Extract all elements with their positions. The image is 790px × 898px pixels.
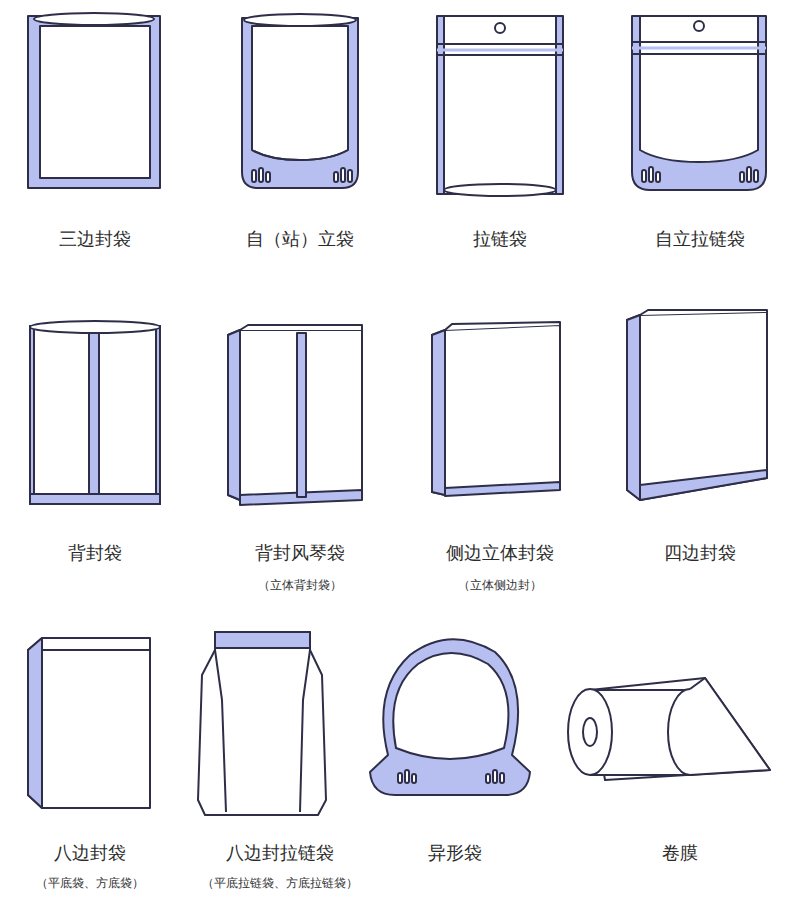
bag-name: 卷膜 xyxy=(662,842,698,864)
bag-subtitle: （平底袋、方底袋） xyxy=(36,876,144,890)
bag-name: 自（站）立袋 xyxy=(246,228,354,250)
bag-name: 四边封袋 xyxy=(664,542,736,564)
bag-name: 异形袋 xyxy=(428,842,482,864)
bag-name: 背封风琴袋 xyxy=(255,542,345,564)
bag-name: 八边封拉链袋 xyxy=(226,842,334,864)
bag-name: 背封袋 xyxy=(68,542,122,564)
bag-name: 三边封袋 xyxy=(59,228,131,250)
bag-subtitle: （平底拉链袋、方底拉链袋） xyxy=(202,876,358,890)
bag-name: 八边封袋 xyxy=(54,842,126,864)
bag-name: 拉链袋 xyxy=(473,228,527,250)
bag-subtitle: （立体侧边封） xyxy=(458,578,542,592)
bag-name: 侧边立体封袋 xyxy=(446,542,554,564)
bag-name: 自立拉链袋 xyxy=(655,228,745,250)
bag-subtitle: （立体背封袋） xyxy=(258,578,342,592)
